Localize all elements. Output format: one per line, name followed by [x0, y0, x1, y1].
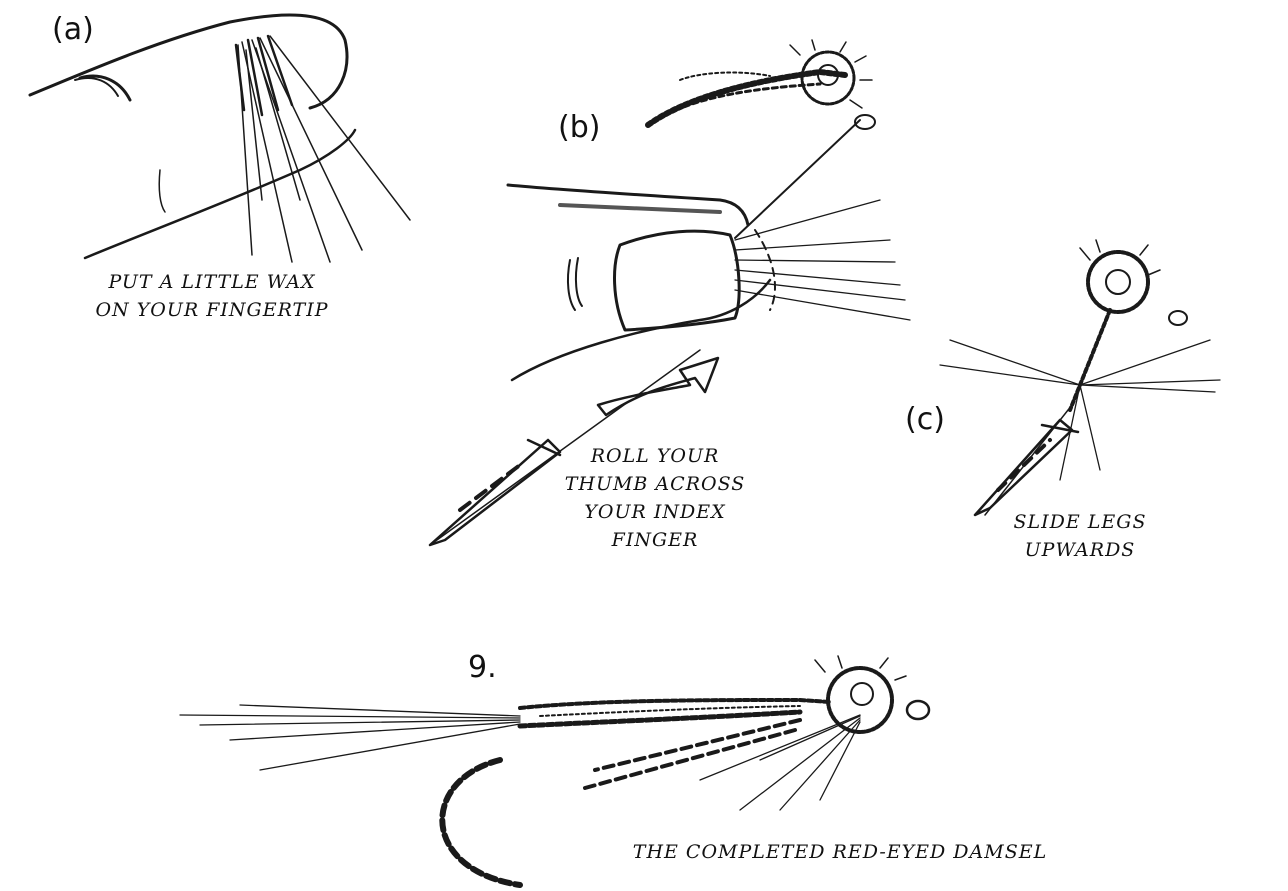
step-caption: THE COMPLETED RED-EYED DAMSEL — [600, 838, 1080, 866]
panel-a-label: (a) — [52, 12, 94, 47]
panel-b-caption: ROLL YOUR THUMB ACROSS YOUR INDEX FINGER — [545, 442, 765, 554]
caption-line: SLIDE LEGS — [1000, 508, 1160, 536]
caption-line: ROLL YOUR — [545, 442, 765, 470]
slide-legs-drawing — [940, 240, 1220, 515]
caption-line: FINGER — [545, 526, 765, 554]
panel-b-label: (b) — [558, 110, 600, 145]
caption-line: ON YOUR FINGERTIP — [72, 296, 352, 324]
caption-line: PUT A LITTLE WAX — [72, 268, 352, 296]
caption-line: YOUR INDEX — [545, 498, 765, 526]
caption-line: UPWARDS — [1000, 536, 1160, 564]
caption-line: THUMB ACROSS — [545, 470, 765, 498]
panel-a-caption: PUT A LITTLE WAX ON YOUR FINGERTIP — [72, 268, 352, 324]
panel-c-caption: SLIDE LEGS UPWARDS — [1000, 508, 1160, 564]
panel-c-label: (c) — [905, 402, 945, 437]
fingertip-drawing — [30, 15, 410, 262]
step-number: 9. — [468, 650, 497, 685]
